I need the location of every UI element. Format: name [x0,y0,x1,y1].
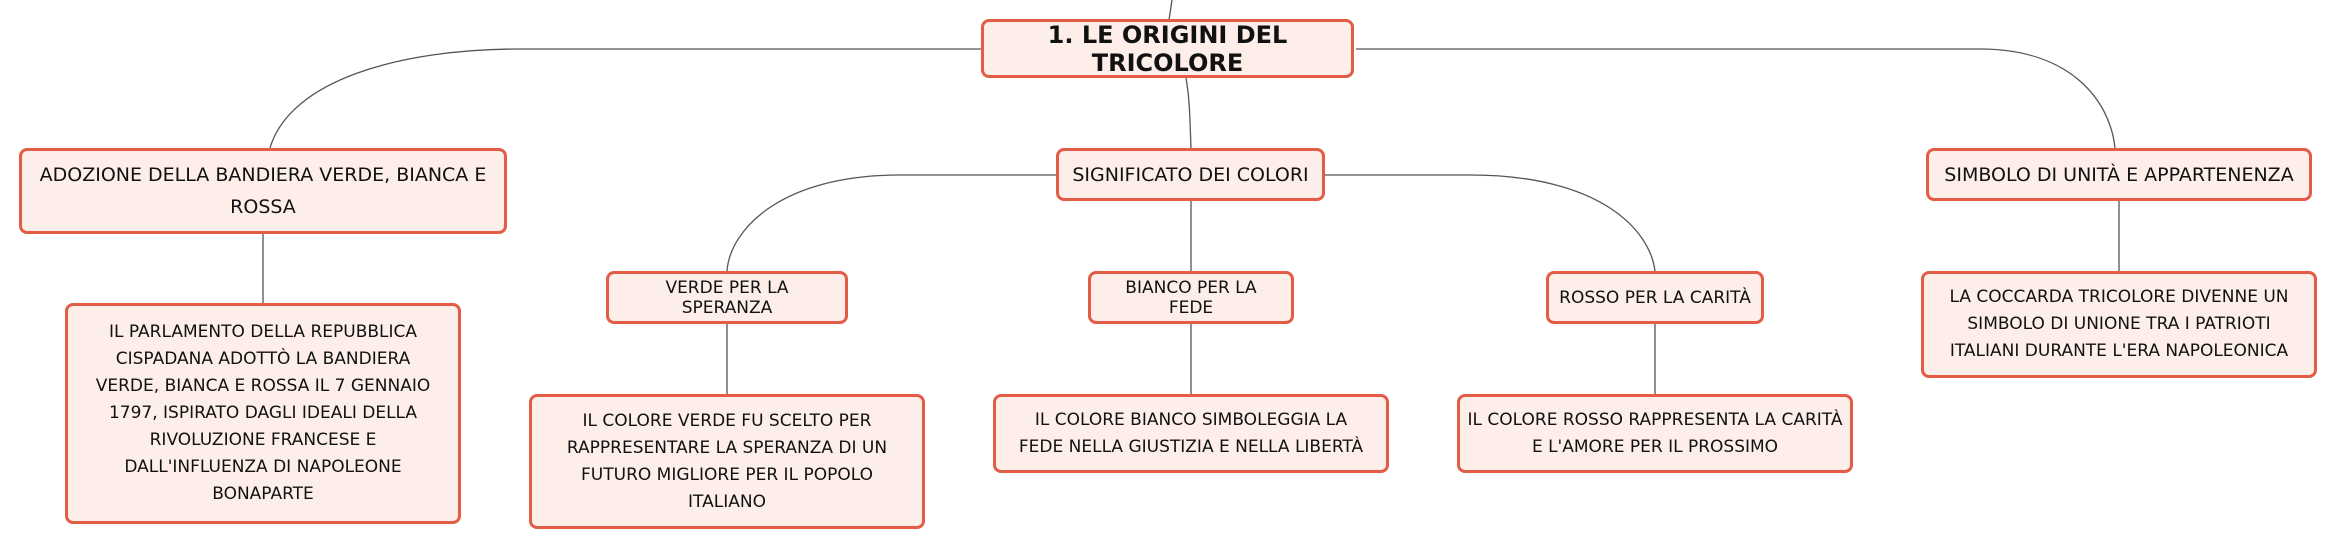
subtopic-rosso[interactable]: ROSSO PER LA CARITÀ [1546,271,1764,324]
detail-coccarda-text: LA COCCARDA TRICOLORE DIVENNE UN SIMBOLO… [1949,287,2289,361]
connector-root-parent [1168,0,1173,21]
subtopic-verde[interactable]: VERDE PER LA SPERANZA [606,271,848,324]
root-label: 1. LE ORIGINI DEL TRICOLORE [1047,20,1288,77]
subtopic-bianco-label: BIANCO PER LA FEDE [1125,277,1257,318]
connector-root-simbolo [1356,48,2116,149]
topic-significato[interactable]: SIGNIFICATO DEI COLORI [1056,148,1325,201]
topic-adozione-label: ADOZIONE DELLA BANDIERA VERDE, BIANCA E … [39,164,487,218]
topic-adozione[interactable]: ADOZIONE DELLA BANDIERA VERDE, BIANCA E … [19,148,507,234]
subtopic-rosso-label: ROSSO PER LA CARITÀ [1559,287,1751,308]
subtopic-verde-label: VERDE PER LA SPERANZA [665,277,789,318]
connector-root-significato [1185,77,1192,149]
root-node[interactable]: 1. LE ORIGINI DEL TRICOLORE [981,19,1354,78]
detail-bianco-text: IL COLORE BIANCO SIMBOLEGGIA LA FEDE NEL… [1018,409,1364,457]
topic-simbolo-label: SIMBOLO DI UNITÀ E APPARTENENZA [1944,163,2294,186]
detail-coccarda[interactable]: LA COCCARDA TRICOLORE DIVENNE UN SIMBOLO… [1921,271,2317,378]
detail-rosso-text: IL COLORE ROSSO RAPPRESENTA LA CARITÀ E … [1467,409,1843,457]
detail-parlamento[interactable]: IL PARLAMENTO DELLA REPUBBLICA CISPADANA… [65,303,461,524]
detail-rosso[interactable]: IL COLORE ROSSO RAPPRESENTA LA CARITÀ E … [1457,394,1853,473]
detail-verde-text: IL COLORE VERDE FU SCELTO PER RAPPRESENT… [566,410,888,512]
topic-simbolo[interactable]: SIMBOLO DI UNITÀ E APPARTENENZA [1926,148,2312,201]
connector-root-adozione [269,48,983,149]
detail-verde[interactable]: IL COLORE VERDE FU SCELTO PER RAPPRESENT… [529,394,925,529]
detail-parlamento-text: IL PARLAMENTO DELLA REPUBBLICA CISPADANA… [95,322,431,504]
connector-significato-rosso [1323,174,1656,272]
topic-significato-label: SIGNIFICATO DEI COLORI [1072,163,1309,186]
detail-bianco[interactable]: IL COLORE BIANCO SIMBOLEGGIA LA FEDE NEL… [993,394,1389,473]
subtopic-bianco[interactable]: BIANCO PER LA FEDE [1088,271,1294,324]
connector-significato-verde [726,174,1057,272]
